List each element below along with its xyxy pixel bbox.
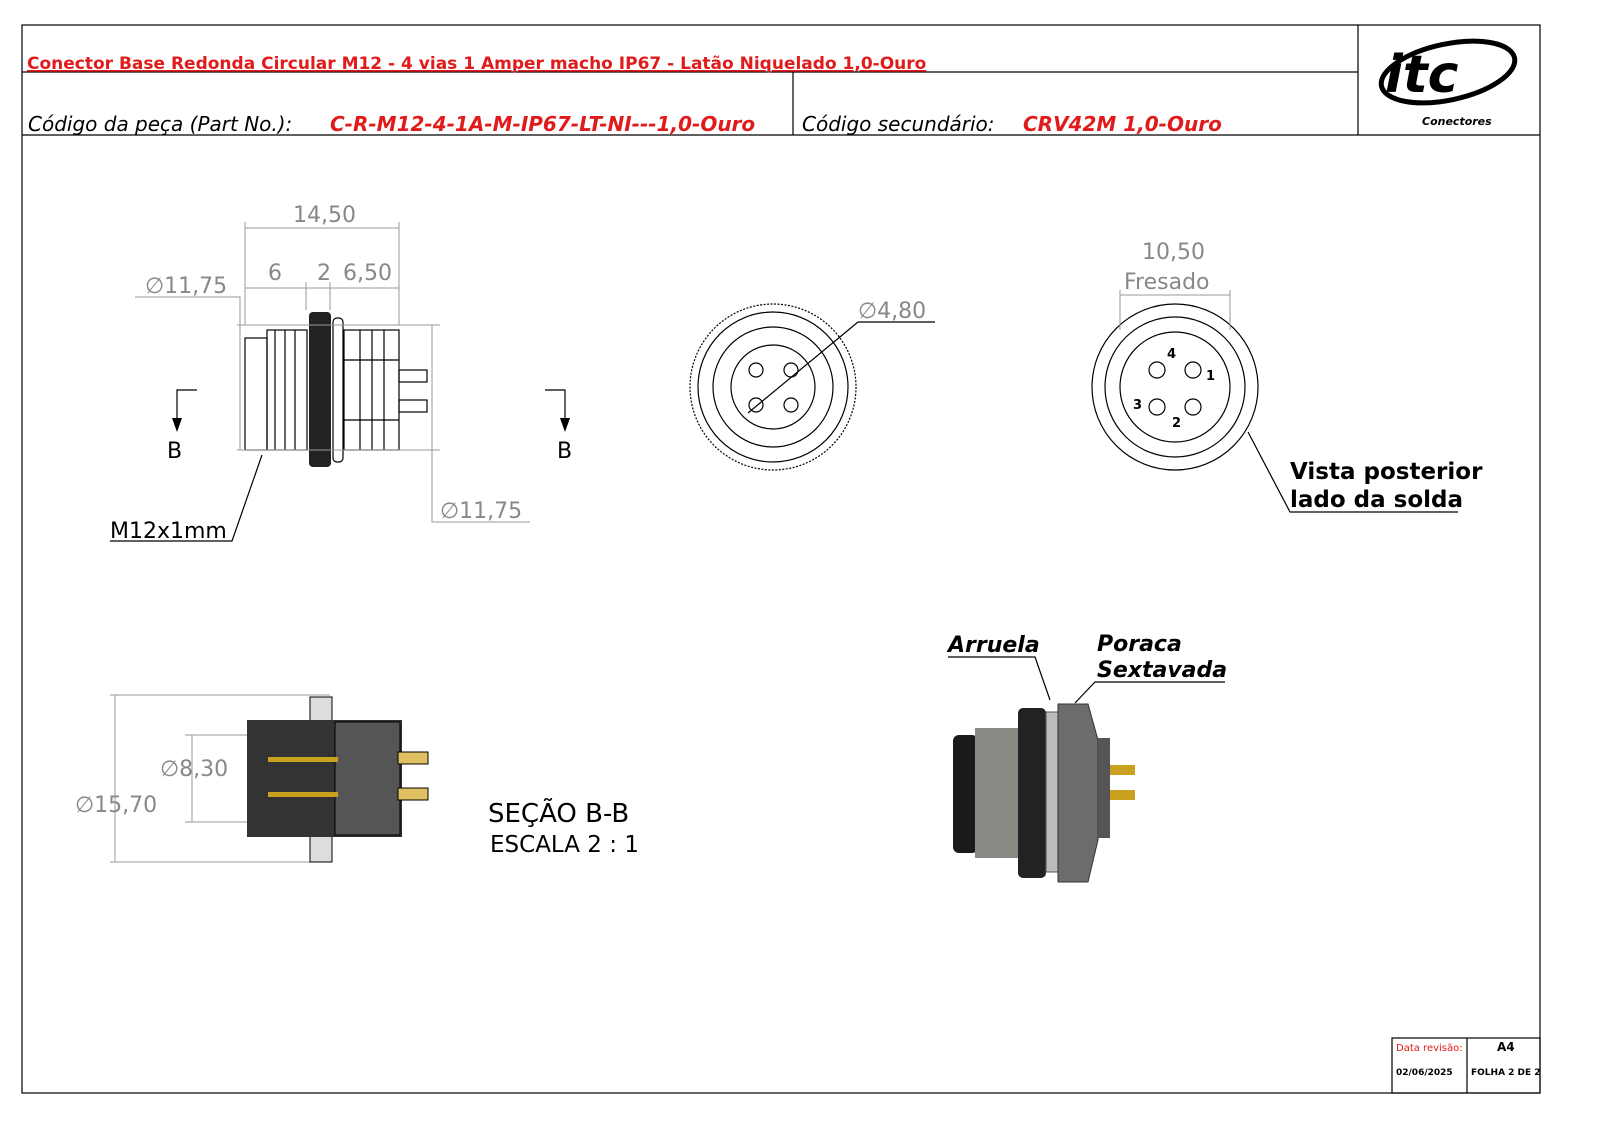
section-arrow-right-icon — [560, 418, 570, 432]
dim-total-length: 14,50 — [293, 203, 356, 228]
part-no-label: Código da peça (Part No.): — [28, 112, 292, 136]
revision-date: 02/06/2025 — [1396, 1068, 1453, 1078]
pin-label-4: 4 — [1167, 347, 1176, 362]
front-view: ∅4,80 — [689, 299, 935, 471]
dim-front-length: 6 — [268, 261, 282, 286]
logo-text: itc — [1385, 45, 1459, 105]
washer-label: Arruela — [946, 633, 1040, 658]
rear-view-label-2: lado da solda — [1290, 487, 1463, 513]
itc-logo: itc Conectores — [1378, 38, 1518, 128]
dim-milled-width: 10,50 — [1142, 240, 1205, 265]
section-arrow-left-icon — [172, 418, 182, 432]
dim-outer-diameter: ∅15,70 — [75, 793, 157, 818]
section-title: SEÇÃO B-B — [488, 797, 629, 829]
dim-inner-diameter: ∅8,30 — [160, 757, 228, 782]
dim-diameter-rear: ∅11,75 — [440, 499, 522, 524]
pin-label-3: 3 — [1133, 398, 1142, 413]
dim-diameter-front: ∅11,75 — [145, 274, 227, 299]
dim-flange-length: 2 — [317, 261, 331, 286]
logo-subtitle: Conectores — [1422, 115, 1492, 128]
nut-label-2: Sextavada — [1097, 658, 1227, 683]
section-mark-right: B — [557, 439, 572, 464]
side-view: 14,50 6 2 6,50 ∅11,75 ∅11,75 M12x1mm B B — [110, 203, 572, 544]
pin-label-2: 2 — [1172, 416, 1181, 431]
title-block: Data revisão: 02/06/2025 A4 FOLHA 2 DE 2 — [1391, 1037, 1541, 1094]
rear-view-label-1: Vista posterior — [1290, 459, 1483, 485]
iso-view: Arruela Poraca Sextavada — [946, 632, 1227, 883]
secondary-code-label: Código secundário: — [802, 112, 995, 136]
section-scale: ESCALA 2 : 1 — [490, 832, 639, 858]
dim-pin-circle: ∅4,80 — [858, 299, 926, 324]
pin-label-1: 1 — [1206, 369, 1215, 384]
revision-label: Data revisão: — [1396, 1043, 1463, 1054]
sheet-border — [21, 24, 1541, 1094]
sheet-number: FOLHA 2 DE 2 — [1471, 1068, 1541, 1078]
secondary-code-value: CRV42M 1,0-Ouro — [1023, 112, 1222, 136]
rear-view: 10,50 Fresado 1 2 3 4 Vista posterior la… — [1091, 240, 1483, 513]
dim-milled-note: Fresado — [1124, 270, 1210, 295]
dim-rear-length: 6,50 — [343, 261, 392, 286]
drawing-title: Conector Base Redonda Circular M12 - 4 v… — [27, 54, 926, 74]
section-mark-left: B — [167, 439, 182, 464]
thread-callout: M12x1mm — [110, 519, 227, 544]
section-view: ∅15,70 ∅8,30 SEÇÃO B-B ESCALA 2 : 1 — [75, 694, 639, 863]
sheet-size: A4 — [1497, 1040, 1515, 1054]
nut-label-1: Poraca — [1097, 632, 1182, 657]
part-no-value: C-R-M12-4-1A-M-IP67-LT-NI---1,0-Ouro — [330, 112, 755, 136]
